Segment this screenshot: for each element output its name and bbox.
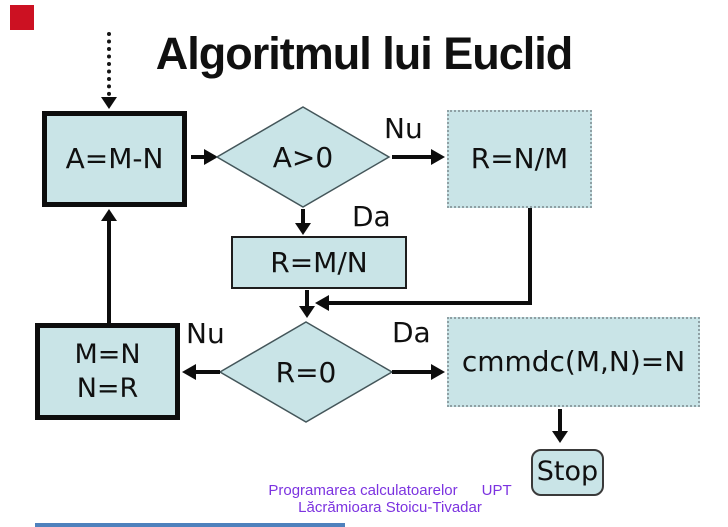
footer-author: Lăcrămioara Stoicu-Tivadar bbox=[298, 499, 482, 516]
arrow-conda-to-rmn-head-icon bbox=[295, 223, 311, 235]
arrow-condr-to-swap bbox=[196, 370, 220, 374]
entry-arrowhead-icon bbox=[101, 97, 117, 109]
footer-course: Programarea calculatoarelor bbox=[268, 482, 458, 499]
arrow-conda-to-rnm-head-icon bbox=[431, 149, 445, 165]
arrow-swap-to-assign bbox=[107, 221, 111, 323]
footer-line1: Programarea calculatoarelor UPT bbox=[240, 482, 540, 499]
slide-accent-red-square bbox=[10, 5, 34, 30]
edge-label-condr-nu: Nu bbox=[186, 317, 225, 350]
node-assign-a: A=M-N bbox=[42, 111, 187, 207]
node-assign-a-label: A=M-N bbox=[65, 142, 164, 176]
node-cond-r-label: R=0 bbox=[275, 355, 337, 389]
node-stop: Stop bbox=[531, 449, 604, 496]
node-r-nm: R=N/M bbox=[447, 110, 592, 208]
node-r-mn-label: R=M/N bbox=[270, 245, 368, 279]
node-cond-a: A>0 bbox=[215, 105, 391, 209]
feedback-line-horizontal bbox=[329, 301, 532, 305]
feedback-line-vertical bbox=[528, 208, 532, 305]
node-swap-line2: N=R bbox=[76, 372, 139, 404]
arrow-condr-to-result-head-icon bbox=[431, 364, 445, 380]
node-result-label: cmmdc(M,N)=N bbox=[461, 345, 686, 379]
edge-label-conda-nu: Nu bbox=[384, 112, 423, 145]
slide-footer: Programarea calculatoarelor UPT Lăcrămioa… bbox=[240, 482, 540, 516]
diamond-shape-icon bbox=[218, 321, 394, 423]
arrow-condr-to-result bbox=[392, 370, 432, 374]
arrow-assign-to-conda-head-icon bbox=[204, 149, 218, 165]
arrow-swap-to-assign-head-icon bbox=[101, 209, 117, 221]
edge-label-condr-da: Da bbox=[392, 316, 431, 349]
node-swap: M=N N=R bbox=[35, 323, 180, 420]
arrow-condr-to-swap-head-icon bbox=[182, 364, 196, 380]
edge-label-conda-da: Da bbox=[352, 200, 391, 233]
node-r-mn: R=M/N bbox=[231, 236, 407, 289]
node-r-nm-label: R=N/M bbox=[470, 142, 569, 176]
node-swap-line1: M=N bbox=[74, 338, 141, 370]
feedback-line-head-icon bbox=[315, 295, 329, 311]
arrow-conda-to-rnm bbox=[392, 155, 432, 159]
arrow-assign-to-conda bbox=[191, 155, 205, 159]
node-cond-r: R=0 bbox=[218, 320, 394, 424]
footer-university: UPT bbox=[481, 482, 512, 499]
arrow-result-to-stop bbox=[558, 409, 562, 432]
diamond-shape-icon bbox=[215, 106, 391, 208]
node-cond-a-label: A>0 bbox=[272, 140, 334, 174]
slide-title: Algoritmul lui Euclid bbox=[155, 28, 574, 79]
entry-dotted-line bbox=[107, 32, 111, 96]
node-result: cmmdc(M,N)=N bbox=[447, 317, 700, 407]
arrow-conda-to-rmn bbox=[301, 209, 305, 225]
arrow-rmn-to-condr bbox=[305, 290, 309, 308]
slide-accent-blue-bar bbox=[35, 523, 345, 527]
arrow-rmn-to-condr-head-icon bbox=[299, 306, 315, 318]
node-stop-label: Stop bbox=[536, 456, 599, 488]
arrow-result-to-stop-head-icon bbox=[552, 431, 568, 443]
